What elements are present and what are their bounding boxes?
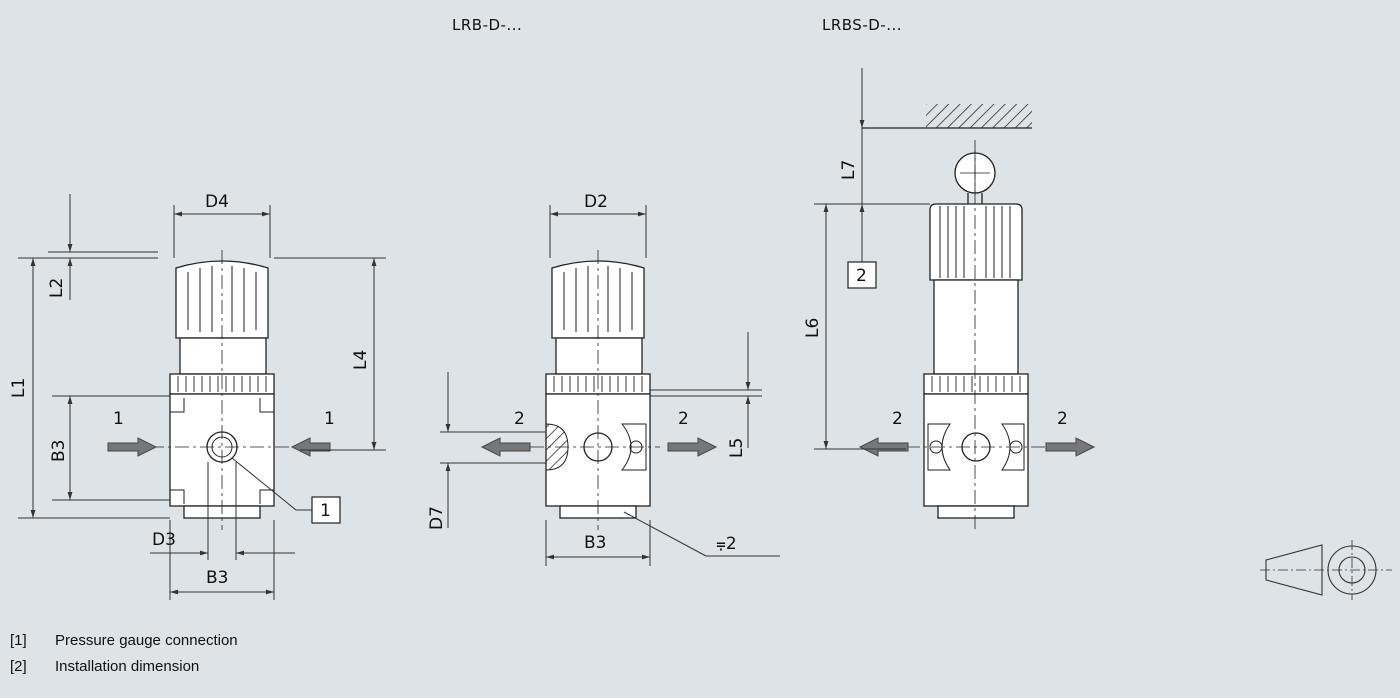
right-view <box>862 104 1046 530</box>
left-knob-ribs <box>187 266 257 332</box>
projection-symbol-icon <box>1260 540 1392 600</box>
dim-l4: L4 <box>351 350 371 370</box>
middle-dimensions <box>440 205 780 566</box>
dim-b3-vertical: B3 <box>49 440 69 462</box>
port-label-2-middle-left: 2 <box>514 409 525 429</box>
middle-view <box>530 250 660 530</box>
callout-2: 2 <box>856 266 867 286</box>
left-dimensions <box>18 194 386 600</box>
left-knob <box>175 260 269 339</box>
port-label-1-left: 1 <box>113 409 124 429</box>
port-label-1-right: 1 <box>324 409 335 429</box>
lrbs-view-title: LRBS-D-... <box>822 16 902 34</box>
dim-wrench-size: ⩦2 <box>716 534 737 554</box>
callout-box-2 <box>847 261 877 289</box>
dim-b3-bottom: B3 <box>206 568 228 588</box>
middle-knob <box>551 260 645 339</box>
legend-key: [2] <box>10 658 27 675</box>
callout-1: 1 <box>320 501 331 521</box>
right-flow-out-arrow-left <box>858 437 909 457</box>
dim-b3-middle: B3 <box>584 533 606 553</box>
right-knob <box>929 203 1023 281</box>
left-bonnet <box>179 337 267 375</box>
middle-flow-out-arrow-right <box>667 437 718 457</box>
legend-key: [1] <box>10 632 27 649</box>
left-flow-in-arrow <box>107 437 158 457</box>
port-label-2-right-right: 2 <box>1057 409 1068 429</box>
dim-l1: L1 <box>9 378 29 398</box>
mounting-wall <box>926 104 1032 128</box>
dim-d3: D3 <box>152 530 176 550</box>
lrb-view-title: LRB-D-... <box>452 16 522 34</box>
dim-l6: L6 <box>803 318 823 338</box>
dim-d4: D4 <box>205 192 229 212</box>
legend-text: Installation dimension <box>55 658 200 675</box>
legend: [1] Pressure gauge connection [2] Installa… <box>10 628 238 680</box>
legend-item-2: [2] Installation dimension <box>10 654 238 680</box>
middle-flow-out-arrow-left <box>480 437 531 457</box>
dim-l5: L5 <box>727 438 747 458</box>
dim-d2: D2 <box>584 192 608 212</box>
port-label-2-right-left: 2 <box>892 409 903 429</box>
left-view <box>150 250 300 530</box>
dim-l7: L7 <box>839 160 859 180</box>
port-label-2-middle-right: 2 <box>678 409 689 429</box>
legend-text: Pressure gauge connection <box>55 632 238 649</box>
right-dimensions <box>814 68 930 450</box>
legend-item-1: [1] Pressure gauge connection <box>10 628 238 654</box>
callout-box-1 <box>311 496 341 524</box>
right-flow-out-arrow-right <box>1045 437 1096 457</box>
dim-d7: D7 <box>427 506 447 530</box>
left-flow-out-arrow <box>290 437 331 457</box>
dim-l2: L2 <box>47 278 67 298</box>
